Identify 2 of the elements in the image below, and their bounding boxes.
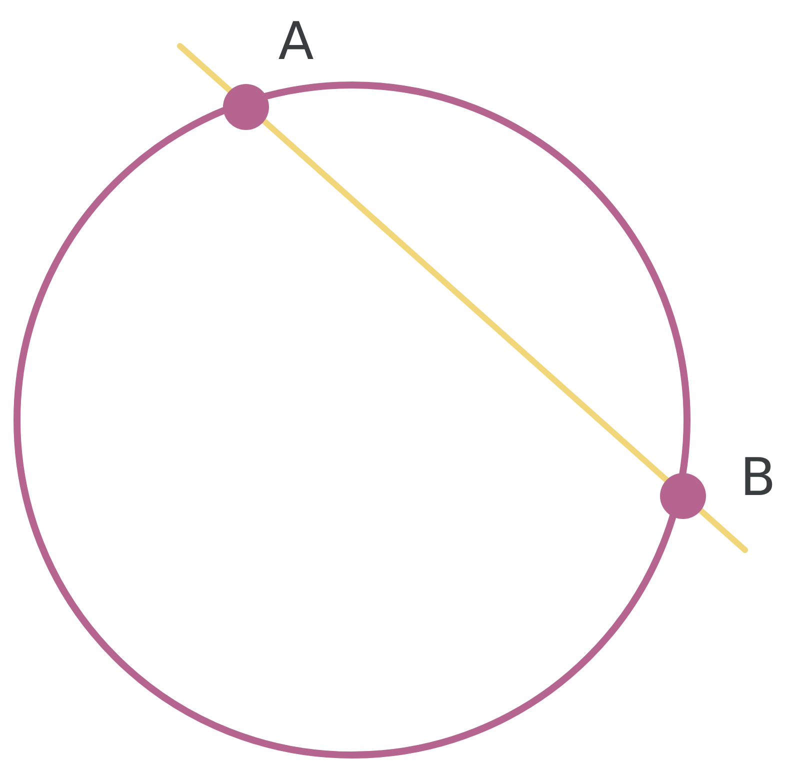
point-label: A (278, 16, 314, 68)
point-label: B (740, 452, 776, 504)
